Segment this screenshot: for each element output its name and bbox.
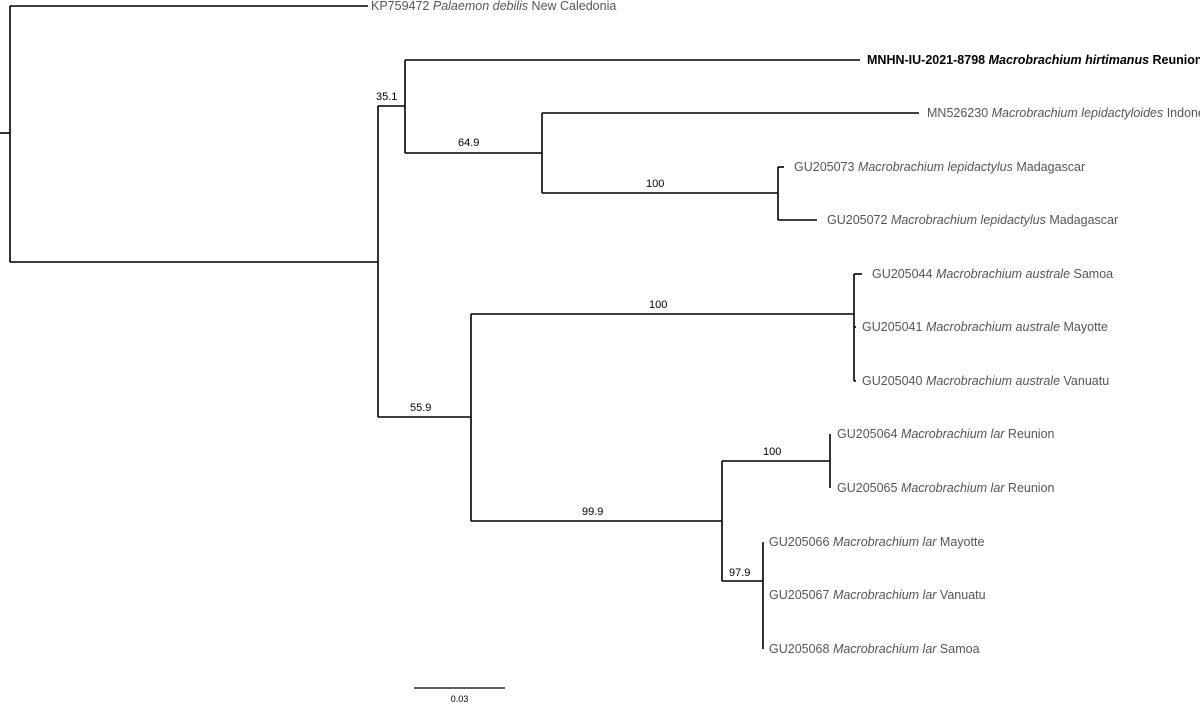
support-australe-lar: 55.9 [410, 402, 431, 414]
scale-bar: 0.03 [414, 687, 505, 704]
tip-species: Macrobrachium lar [833, 588, 937, 602]
support-lepidactylus-madagascar: 100 [646, 178, 664, 190]
tip-accession: GU205041 [862, 320, 926, 334]
support-lar-other: 97.9 [729, 567, 750, 579]
tip-locality: Mayotte [1060, 320, 1108, 334]
tip-locality: Madagascar [1013, 160, 1085, 174]
tip-locality: Madagascar [1046, 213, 1118, 227]
scale-bar-label: 0.03 [451, 694, 469, 704]
tree-branches [0, 5, 919, 649]
tip-accession: GU205064 [837, 427, 901, 441]
tip-accession: MNHN-IU-2021-8798 [867, 53, 989, 67]
tip-label-lepidactyloides: MN526230 Macrobrachium lepidactyloides I… [927, 106, 1200, 120]
tip-species: Macrobrachium lepidactyloides [992, 106, 1164, 120]
tip-accession: KP759472 [371, 0, 433, 13]
tip-locality: Reunion [1149, 53, 1200, 67]
tip-species: Macrobrachium lepidactylus [891, 213, 1046, 227]
support-lar: 99.9 [582, 506, 603, 518]
tip-species: Macrobrachium australe [926, 374, 1060, 388]
tip-species: Macrobrachium lar [901, 481, 1005, 495]
tip-locality: Vanuatu [936, 588, 985, 602]
tip-accession: GU205067 [769, 588, 833, 602]
tip-accession: GU205073 [794, 160, 858, 174]
tip-label-austr40: GU205040 Macrobrachium australe Vanuatu [862, 374, 1109, 388]
tip-accession: GU205040 [862, 374, 926, 388]
tip-locality: Samoa [936, 642, 979, 656]
tip-accession: GU205068 [769, 642, 833, 656]
tip-label-debilis: KP759472 Palaemon debilis New Caledonia [371, 0, 616, 13]
tip-label-lar68: GU205068 Macrobrachium lar Samoa [769, 642, 980, 656]
tip-locality: Vanuatu [1060, 374, 1109, 388]
tip-accession: GU205072 [827, 213, 891, 227]
tip-species: Palaemon debilis [433, 0, 528, 13]
tip-species: Macrobrachium hirtimanus [989, 53, 1149, 67]
tip-species: Macrobrachium australe [936, 267, 1070, 281]
tip-label-lar66: GU205066 Macrobrachium lar Mayotte [769, 535, 984, 549]
support-macrobrachium: 35.1 [376, 91, 397, 103]
tip-label-lar67: GU205067 Macrobrachium lar Vanuatu [769, 588, 986, 602]
tip-locality: Reunion [1004, 427, 1054, 441]
tip-labels: KP759472 Palaemon debilis New CaledoniaM… [371, 0, 1200, 656]
tip-accession: MN526230 [927, 106, 992, 120]
tip-accession: GU205065 [837, 481, 901, 495]
tip-locality: Reunion [1004, 481, 1054, 495]
support-values: 35.1 64.9 100 55.9 100 99.9 100 97.9 [376, 91, 781, 579]
support-australe: 100 [649, 299, 667, 311]
tip-locality: Indonesia [1163, 106, 1200, 120]
tip-label-austr41: GU205041 Macrobrachium australe Mayotte [862, 320, 1108, 334]
tip-species: Macrobrachium australe [926, 320, 1060, 334]
tip-species: Macrobrachium lar [833, 642, 937, 656]
support-lar-reunion: 100 [763, 446, 781, 458]
tip-locality: Samoa [1070, 267, 1113, 281]
tip-accession: GU205066 [769, 535, 833, 549]
tip-locality: Mayotte [936, 535, 984, 549]
tip-label-lar65: GU205065 Macrobrachium lar Reunion [837, 481, 1055, 495]
tip-locality: New Caledonia [528, 0, 616, 13]
tip-accession: GU205044 [872, 267, 936, 281]
support-lepidactylus-group: 64.9 [458, 137, 479, 149]
tip-species: Macrobrachium lar [833, 535, 937, 549]
tip-species: Macrobrachium lar [901, 427, 1005, 441]
tip-label-lar64: GU205064 Macrobrachium lar Reunion [837, 427, 1055, 441]
tip-label-lepid72: GU205072 Macrobrachium lepidactylus Mada… [827, 213, 1118, 227]
tip-species: Macrobrachium lepidactylus [858, 160, 1013, 174]
tip-label-hirtimanus: MNHN-IU-2021-8798 Macrobrachium hirtiman… [867, 53, 1200, 67]
tip-label-lepid73: GU205073 Macrobrachium lepidactylus Mada… [794, 160, 1085, 174]
tip-label-austr44: GU205044 Macrobrachium australe Samoa [872, 267, 1113, 281]
